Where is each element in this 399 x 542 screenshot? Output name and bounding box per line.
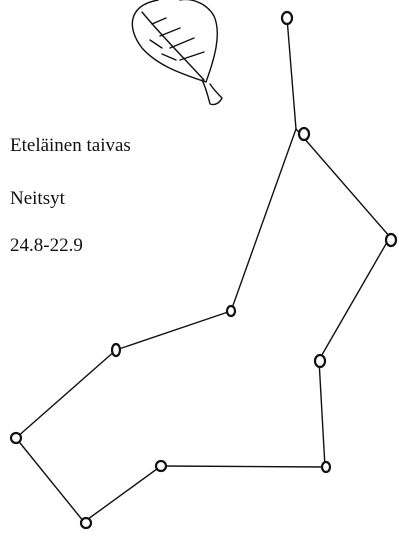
star-marker (11, 433, 21, 443)
star-marker (81, 518, 91, 528)
leaf-icon (132, 0, 222, 105)
sky-region-label: Eteläinen taivas (10, 136, 131, 155)
star-marker (322, 462, 330, 472)
star-marker (227, 306, 235, 316)
star-marker (315, 355, 325, 367)
star-marker (112, 344, 120, 356)
date-range: 24.8-22.9 (10, 236, 83, 255)
star-marker (299, 128, 309, 140)
constellation-lines (16, 18, 390, 522)
constellation-name: Neitsyt (10, 189, 65, 208)
star-marker (156, 461, 166, 471)
star-marker (386, 234, 396, 246)
constellation-stars (11, 12, 396, 528)
star-marker (282, 12, 292, 24)
